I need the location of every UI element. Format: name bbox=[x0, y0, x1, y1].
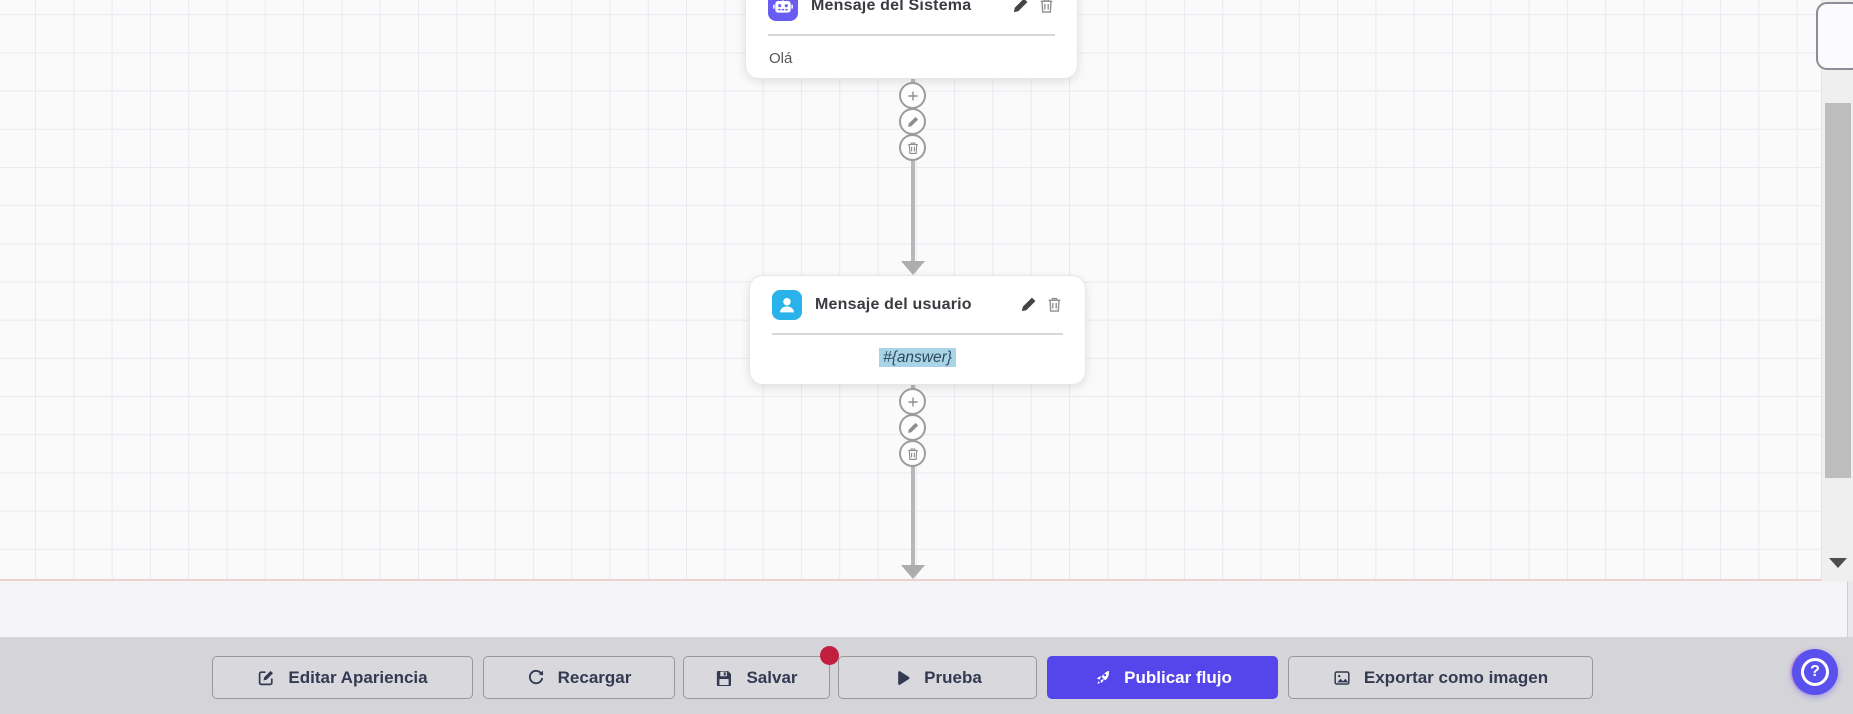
trash-icon bbox=[907, 142, 918, 154]
answer-variable[interactable]: #{answer} bbox=[879, 348, 956, 367]
corner-panel bbox=[1816, 2, 1853, 70]
robot-icon bbox=[768, 0, 798, 21]
add-node-button[interactable] bbox=[899, 82, 926, 109]
node-body-text: #{answer} bbox=[750, 335, 1085, 381]
button-label: Publicar flujo bbox=[1124, 667, 1232, 687]
help-label: ? bbox=[1810, 663, 1820, 680]
delete-node-icon[interactable] bbox=[1046, 296, 1063, 313]
save-icon bbox=[717, 670, 732, 686]
edit-appearance-button[interactable]: Editar Apariencia bbox=[212, 656, 473, 699]
button-label: Editar Apariencia bbox=[288, 667, 428, 687]
test-button[interactable]: Prueba bbox=[838, 656, 1037, 699]
button-label: Recargar bbox=[557, 667, 632, 687]
unsaved-changes-badge bbox=[820, 646, 839, 665]
save-button[interactable]: Salvar bbox=[683, 656, 830, 699]
node-system-message[interactable]: Mensaje del Sistema Olá bbox=[745, 0, 1078, 79]
delete-node-icon[interactable] bbox=[1038, 0, 1055, 14]
plus-icon bbox=[907, 396, 918, 407]
canvas-boundary-line bbox=[0, 579, 1853, 581]
node-header: Mensaje del Sistema bbox=[746, 0, 1077, 34]
edit-node-icon[interactable] bbox=[1020, 296, 1037, 313]
play-icon bbox=[898, 670, 910, 685]
reload-button[interactable]: Recargar bbox=[483, 656, 675, 699]
edit-connector-button[interactable] bbox=[899, 108, 926, 135]
edit-appearance-icon bbox=[259, 670, 274, 685]
button-label: Salvar bbox=[746, 667, 798, 687]
delete-connector-button[interactable] bbox=[899, 440, 926, 467]
plus-icon bbox=[907, 90, 918, 101]
pencil-icon bbox=[907, 422, 918, 433]
flow-canvas[interactable]: Mensaje del Sistema Olá bbox=[0, 0, 1853, 581]
export-image-button[interactable]: Exportar como imagen bbox=[1288, 656, 1593, 699]
connector-line bbox=[911, 385, 915, 566]
publish-flow-button[interactable]: Publicar flujo bbox=[1047, 656, 1278, 699]
scrollbar-thumb[interactable] bbox=[1825, 103, 1851, 478]
question-circle-icon: ? bbox=[1801, 658, 1829, 686]
bottom-toolbar: Editar Apariencia Recargar Salvar Prueb bbox=[0, 637, 1853, 714]
trash-icon bbox=[907, 448, 918, 460]
edit-node-icon[interactable] bbox=[1012, 0, 1029, 14]
scrollbar-down-arrow-icon[interactable] bbox=[1829, 558, 1847, 568]
user-icon bbox=[772, 289, 802, 320]
connector-line bbox=[911, 79, 915, 262]
node-header: Mensaje del usuario bbox=[750, 276, 1085, 333]
node-title: Mensaje del usuario bbox=[815, 295, 972, 313]
node-body-text: Olá bbox=[769, 50, 793, 67]
node-title: Mensaje del Sistema bbox=[811, 0, 972, 14]
node-user-message[interactable]: Mensaje del usuario #{answer} bbox=[749, 275, 1086, 385]
add-node-button[interactable] bbox=[899, 388, 926, 415]
connector-arrowhead-icon bbox=[901, 565, 925, 579]
image-icon bbox=[1334, 670, 1350, 685]
vertical-scrollbar[interactable] bbox=[1821, 0, 1853, 581]
reload-icon bbox=[528, 669, 543, 684]
node-divider bbox=[772, 333, 1063, 335]
rocket-icon bbox=[1097, 670, 1110, 684]
help-button[interactable]: ? bbox=[1792, 649, 1838, 695]
connector-arrowhead-icon bbox=[901, 261, 925, 275]
node-divider bbox=[768, 34, 1055, 36]
edit-connector-button[interactable] bbox=[899, 414, 926, 441]
delete-connector-button[interactable] bbox=[899, 134, 926, 161]
pre-toolbar-strip bbox=[0, 581, 1853, 637]
pencil-icon bbox=[907, 116, 918, 127]
button-label: Prueba bbox=[924, 667, 982, 687]
button-label: Exportar como imagen bbox=[1363, 667, 1549, 687]
